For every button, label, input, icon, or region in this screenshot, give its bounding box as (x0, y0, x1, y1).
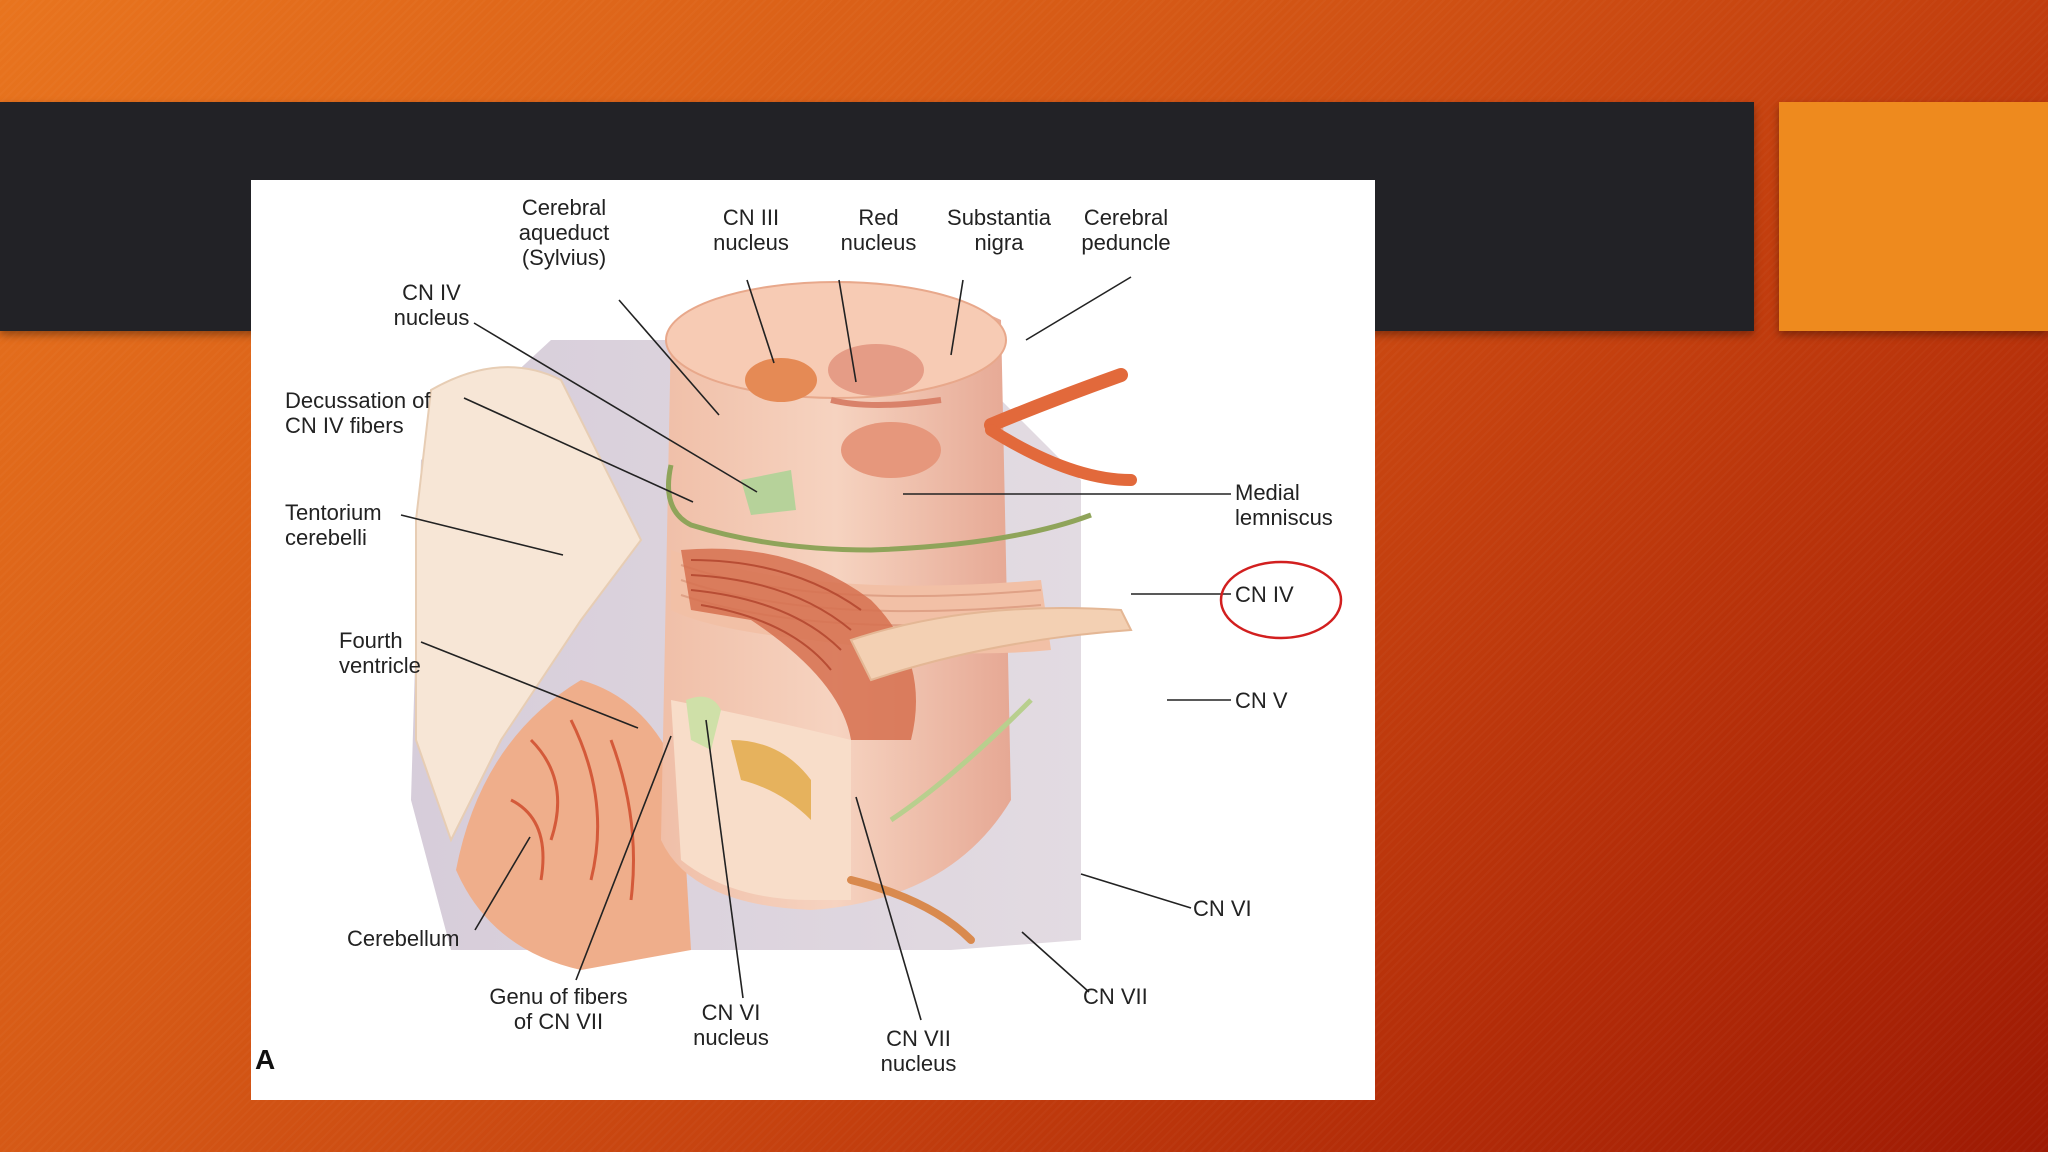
label-cerebral-peduncle: Cerebral peduncle (1081, 205, 1171, 255)
label-cerebellum: Cerebellum (347, 926, 460, 951)
cn6-nerve (889, 698, 1033, 823)
tentorium-sheet (415, 366, 643, 843)
label-cn4: CN IV (1235, 582, 1294, 607)
label-medial-lemniscus: Medial lemniscus (1235, 480, 1333, 530)
cn7-nucleus-fibers (731, 740, 811, 820)
brainstem-figure: Cerebral aqueduct (Sylvius) CN III nucle… (251, 180, 1375, 1100)
label-cn7-nucleus: CN VII nucleus (880, 1026, 957, 1076)
panel-letter: A (255, 1044, 276, 1075)
label-red-nucleus: Red nucleus (840, 205, 917, 255)
label-cn4-nucleus: CN IV nucleus (393, 280, 470, 330)
cn4-nucleus-shape (741, 470, 796, 515)
label-substantia-nigra: Substantia nigra (947, 205, 1051, 255)
fiber-mass (681, 548, 916, 740)
label-cn3-nucleus: CN III nucleus (713, 205, 789, 255)
label-cn7: CN VII (1083, 984, 1148, 1009)
cn5-nerve (849, 607, 1133, 682)
medulla (671, 700, 851, 900)
red-nucleus-shape (828, 344, 924, 396)
label-cn6-nucleus: CN VI nucleus (693, 1000, 769, 1050)
pons-cross-section (841, 422, 941, 478)
cn4-highlight-circle (1219, 560, 1343, 640)
cn3-nerve (984, 368, 1128, 432)
cn4-nerve (666, 464, 1092, 553)
label-cerebral-aqueduct: Cerebral aqueduct (Sylvius) (518, 195, 610, 270)
cn3-nucleus-shape (745, 358, 817, 402)
label-decussation: Decussation of CN IV fibers (285, 388, 431, 438)
label-fourth-ventricle: Fourth ventricle (339, 628, 421, 678)
cn7-nerve (847, 876, 975, 944)
brainstem-illustration (400, 276, 1343, 1021)
label-cn6: CN VI (1193, 896, 1252, 921)
accent-square (1779, 102, 2048, 331)
label-genu: Genu of fibers of CN VII (489, 984, 628, 1034)
label-cn5: CN V (1235, 688, 1288, 713)
label-tentorium: Tentorium cerebelli (285, 500, 382, 550)
genu-shape (686, 696, 721, 750)
substantia-nigra-shape (830, 397, 942, 408)
